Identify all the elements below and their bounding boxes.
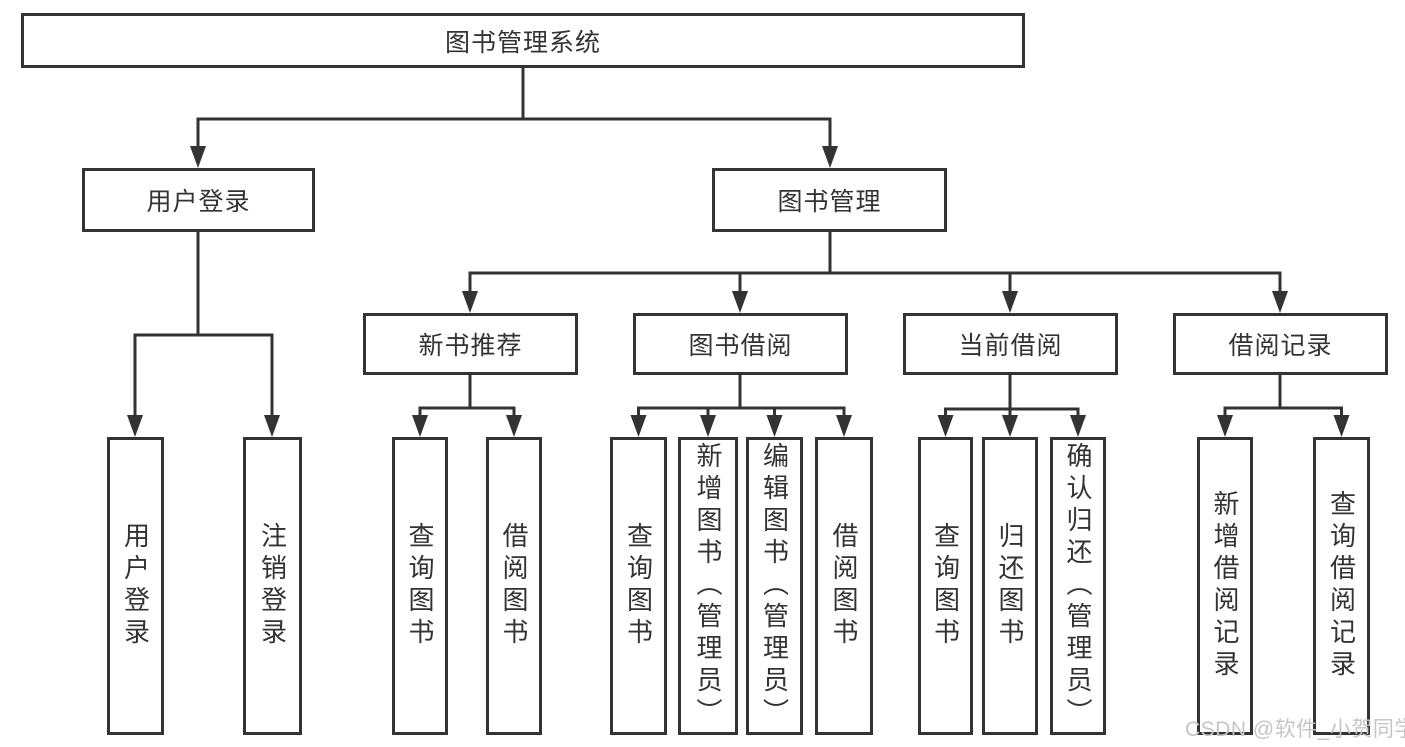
arrowhead [1333, 415, 1350, 437]
leaf-borrow-books: 借阅图书 [815, 437, 873, 735]
node-current-borrow: 当前借阅 [903, 313, 1118, 375]
leaf-recommend-query-books-label: 查询图书 [405, 522, 435, 650]
node-user-login-label: 用户登录 [146, 188, 251, 216]
node-current-borrow-label: 当前借阅 [958, 332, 1063, 360]
node-book-management-label: 图书管理 [777, 188, 882, 216]
leaf-add-books-admin: 新增图书（管理员） [678, 437, 738, 735]
leaf-confirm-return-admin-label: 确认归还（管理员） [1063, 442, 1093, 730]
arrowhead [1002, 415, 1018, 437]
node-book-borrow-label: 图书借阅 [688, 332, 793, 360]
leaf-user-login-label: 用户登录 [120, 522, 151, 650]
leaf-edit-books-admin: 编辑图书（管理员） [746, 437, 803, 735]
arrowhead [1272, 291, 1288, 313]
leaf-query-borrow-record-label: 查询借阅记录 [1326, 490, 1357, 682]
leaf-current-query-books-label: 查询图书 [930, 522, 961, 650]
edge-borrowrecords-to-leaves [1223, 375, 1343, 420]
node-book-management: 图书管理 [712, 168, 947, 232]
arrowhead [836, 415, 852, 437]
leaf-return-books: 归还图书 [982, 437, 1038, 735]
node-book-borrow: 图书借阅 [633, 313, 848, 375]
arrowhead [766, 415, 783, 437]
edge-lines [133, 68, 1343, 420]
edge-bookborrow-to-leaves [637, 375, 846, 420]
leaf-query-borrow-record: 查询借阅记录 [1313, 437, 1370, 735]
arrowhead [732, 291, 748, 313]
arrowhead [1070, 415, 1086, 437]
node-root: 图书管理系统 [21, 13, 1025, 68]
arrowhead [1217, 415, 1233, 437]
edge-root-to-level2 [196, 68, 832, 150]
arrowhead [822, 146, 838, 168]
edge-currentborrow-to-leaves [944, 375, 1080, 420]
arrowhead [462, 291, 478, 313]
leaf-recommend-query-books: 查询图书 [392, 437, 448, 735]
edge-userlogin-to-leaves [133, 232, 274, 420]
leaf-recommend-borrow-books: 借阅图书 [486, 437, 542, 735]
arrowhead [127, 415, 143, 437]
leaf-logout-label: 注销登录 [257, 522, 288, 650]
leaf-recommend-borrow-books-label: 借阅图书 [499, 522, 529, 650]
arrowhead [264, 415, 280, 437]
leaf-add-borrow-record: 新增借阅记录 [1197, 437, 1253, 735]
node-borrow-records-label: 借阅记录 [1228, 332, 1333, 360]
leaf-confirm-return-admin: 确认归还（管理员） [1050, 437, 1106, 735]
node-root-label: 图书管理系统 [444, 28, 601, 57]
arrowhead [700, 415, 716, 437]
leaf-return-books-label: 归还图书 [995, 522, 1025, 650]
leaf-add-books-admin-label: 新增图书（管理员） [693, 442, 723, 730]
leaf-user-login: 用户登录 [107, 437, 164, 735]
edge-bookmgmt-to-level3 [468, 232, 1282, 296]
leaf-current-query-books: 查询图书 [918, 437, 973, 735]
edge-arrowheads [127, 146, 1350, 437]
edge-newbookrec-to-leaves [418, 375, 516, 420]
leaf-borrow-query-books-label: 查询图书 [623, 522, 654, 650]
arrowhead [937, 415, 954, 437]
node-user-login: 用户登录 [82, 168, 315, 232]
node-new-book-recommend-label: 新书推荐 [418, 332, 523, 360]
leaf-add-borrow-record-label: 新增借阅记录 [1210, 490, 1240, 682]
arrowhead [412, 415, 428, 437]
arrowhead [1002, 291, 1018, 313]
leaf-borrow-query-books: 查询图书 [610, 437, 667, 735]
leaf-edit-books-admin-label: 编辑图书（管理员） [759, 442, 790, 730]
arrowhead [506, 415, 522, 437]
leaf-borrow-books-label: 借阅图书 [829, 522, 859, 650]
csdn-watermark: CSDN @软件_小贺同学 [1185, 718, 1405, 741]
node-new-book-recommend: 新书推荐 [363, 313, 578, 375]
arrowhead [190, 146, 206, 168]
arrowhead [630, 415, 647, 437]
leaf-logout: 注销登录 [243, 437, 302, 735]
node-borrow-records: 借阅记录 [1173, 313, 1388, 375]
